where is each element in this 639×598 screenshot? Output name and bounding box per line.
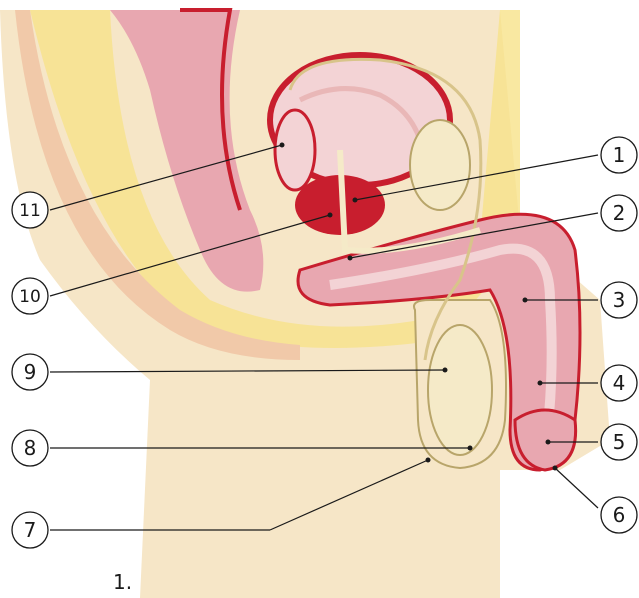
- callout-9: 9: [12, 354, 48, 390]
- pubic-bone: [410, 120, 470, 210]
- svg-text:4: 4: [613, 371, 626, 395]
- svg-text:1: 1: [613, 143, 626, 167]
- svg-text:11: 11: [19, 201, 41, 221]
- callout-1: 1: [601, 137, 637, 173]
- svg-text:7: 7: [24, 518, 37, 542]
- callout-3: 3: [601, 282, 637, 318]
- svg-text:5: 5: [613, 430, 626, 454]
- svg-text:9: 9: [24, 360, 37, 384]
- callout-8: 8: [12, 430, 48, 466]
- callout-5: 5: [601, 424, 637, 460]
- callout-11: 11: [12, 192, 48, 228]
- callout-2: 2: [601, 195, 637, 231]
- callout-4: 4: [601, 365, 637, 401]
- testis: [428, 325, 492, 455]
- svg-text:8: 8: [24, 436, 37, 460]
- callout-6: 6: [601, 497, 637, 533]
- svg-text:3: 3: [613, 288, 626, 312]
- svg-text:10: 10: [19, 287, 41, 307]
- svg-text:2: 2: [613, 201, 626, 225]
- svg-text:6: 6: [613, 503, 626, 527]
- callout-10: 10: [12, 278, 48, 314]
- figure-caption: 1.: [113, 570, 132, 594]
- seminal-vesicle: [275, 110, 315, 190]
- callout-7: 7: [12, 512, 48, 548]
